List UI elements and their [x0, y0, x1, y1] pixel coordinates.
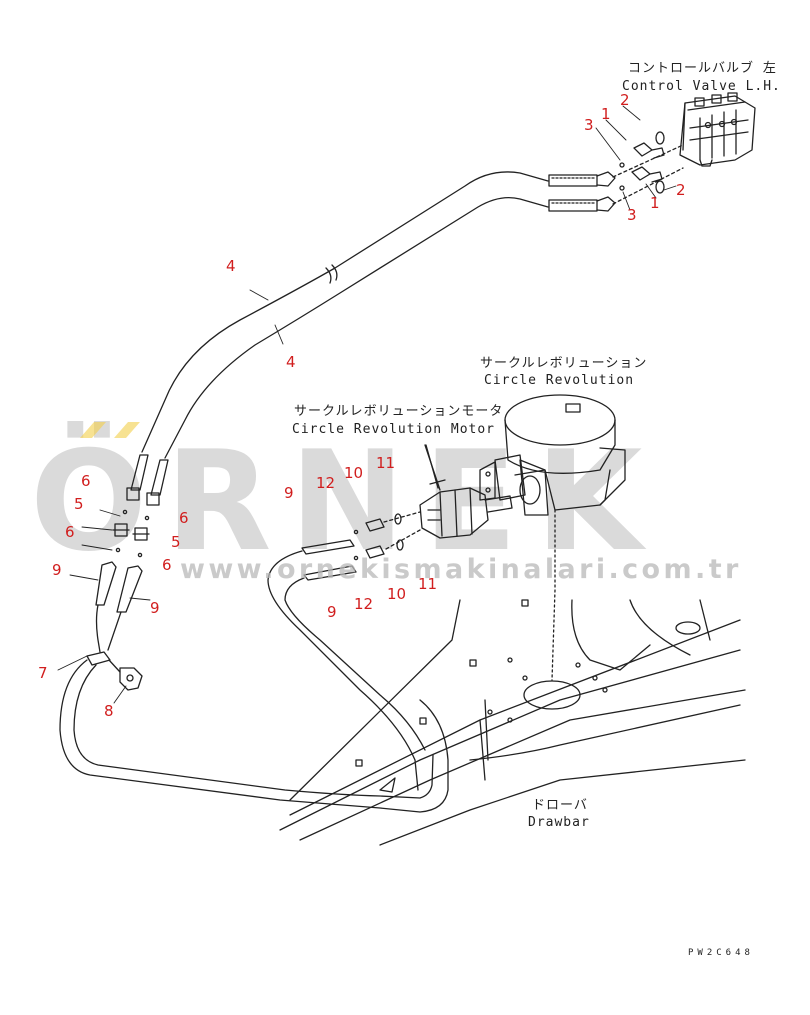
callout-9-b: 9	[150, 599, 160, 617]
callout-3-upper: 3	[584, 116, 594, 134]
callout-6-d: 6	[162, 556, 172, 574]
callout-11-b: 11	[418, 575, 438, 593]
motor-label-en: Circle Revolution Motor	[292, 422, 496, 437]
control-valve-label-en: Control Valve L.H.	[622, 79, 781, 94]
callout-7: 7	[38, 664, 48, 682]
callout-10-b: 10	[387, 585, 407, 603]
circle-revolution-label-jp: サークルレボリューション	[480, 356, 648, 371]
callout-1-lower: 1	[650, 194, 660, 212]
watermark-brand: ÖRNEK	[30, 421, 661, 582]
callout-3-lower: 3	[627, 206, 637, 224]
hose-fittings-upper	[548, 171, 616, 212]
callout-12-b: 12	[354, 595, 374, 613]
circle-revolution-gearbox	[479, 394, 626, 681]
motor-hoses	[267, 511, 426, 791]
control-valve-label-jp: コントロールバルブ 左	[628, 61, 777, 76]
circle-revolution-label-en: Circle Revolution	[484, 373, 635, 388]
callout-5-b: 5	[171, 533, 181, 551]
watermark-url: www.ornekismakinalari.com.tr	[180, 554, 742, 585]
callout-6-c: 6	[65, 523, 75, 541]
hoses-9-left	[95, 561, 143, 653]
drawing-code: PW2C648	[688, 948, 754, 958]
block-7-and-hoses	[59, 651, 449, 813]
hose-ends-left	[126, 454, 169, 506]
valve-connectors	[612, 131, 684, 205]
callout-4-upper: 4	[226, 257, 236, 275]
adapters-5-6	[112, 509, 150, 558]
callout-8: 8	[104, 702, 114, 720]
callout-10-a: 10	[344, 464, 364, 482]
callout-12-a: 12	[316, 474, 336, 492]
fitting-8	[119, 667, 143, 691]
callout-1-upper: 1	[601, 105, 611, 123]
callout-4-lower: 4	[286, 353, 296, 371]
motor-label-jp: サークルレボリューションモータ	[294, 404, 504, 419]
leader-lines	[57, 105, 677, 704]
callout-2-upper: 2	[620, 91, 630, 109]
callout-9-a: 9	[52, 561, 62, 579]
callout-2-lower: 2	[676, 181, 686, 199]
drawbar-label-jp: ドローバ	[532, 798, 588, 813]
drawbar-label-en: Drawbar	[528, 815, 590, 830]
drawbar-frame	[279, 599, 746, 846]
revolution-motor	[419, 444, 513, 539]
callout-5-a: 5	[74, 495, 84, 513]
hose-pair-upper	[141, 171, 549, 459]
callout-9-c: 9	[284, 484, 294, 502]
callout-11-a: 11	[376, 454, 396, 472]
watermark-accent-icon	[80, 422, 140, 438]
callout-6-b: 6	[179, 509, 189, 527]
control-valve-block	[679, 92, 756, 167]
callout-6-a: 6	[81, 472, 91, 490]
callout-9-d: 9	[327, 603, 337, 621]
